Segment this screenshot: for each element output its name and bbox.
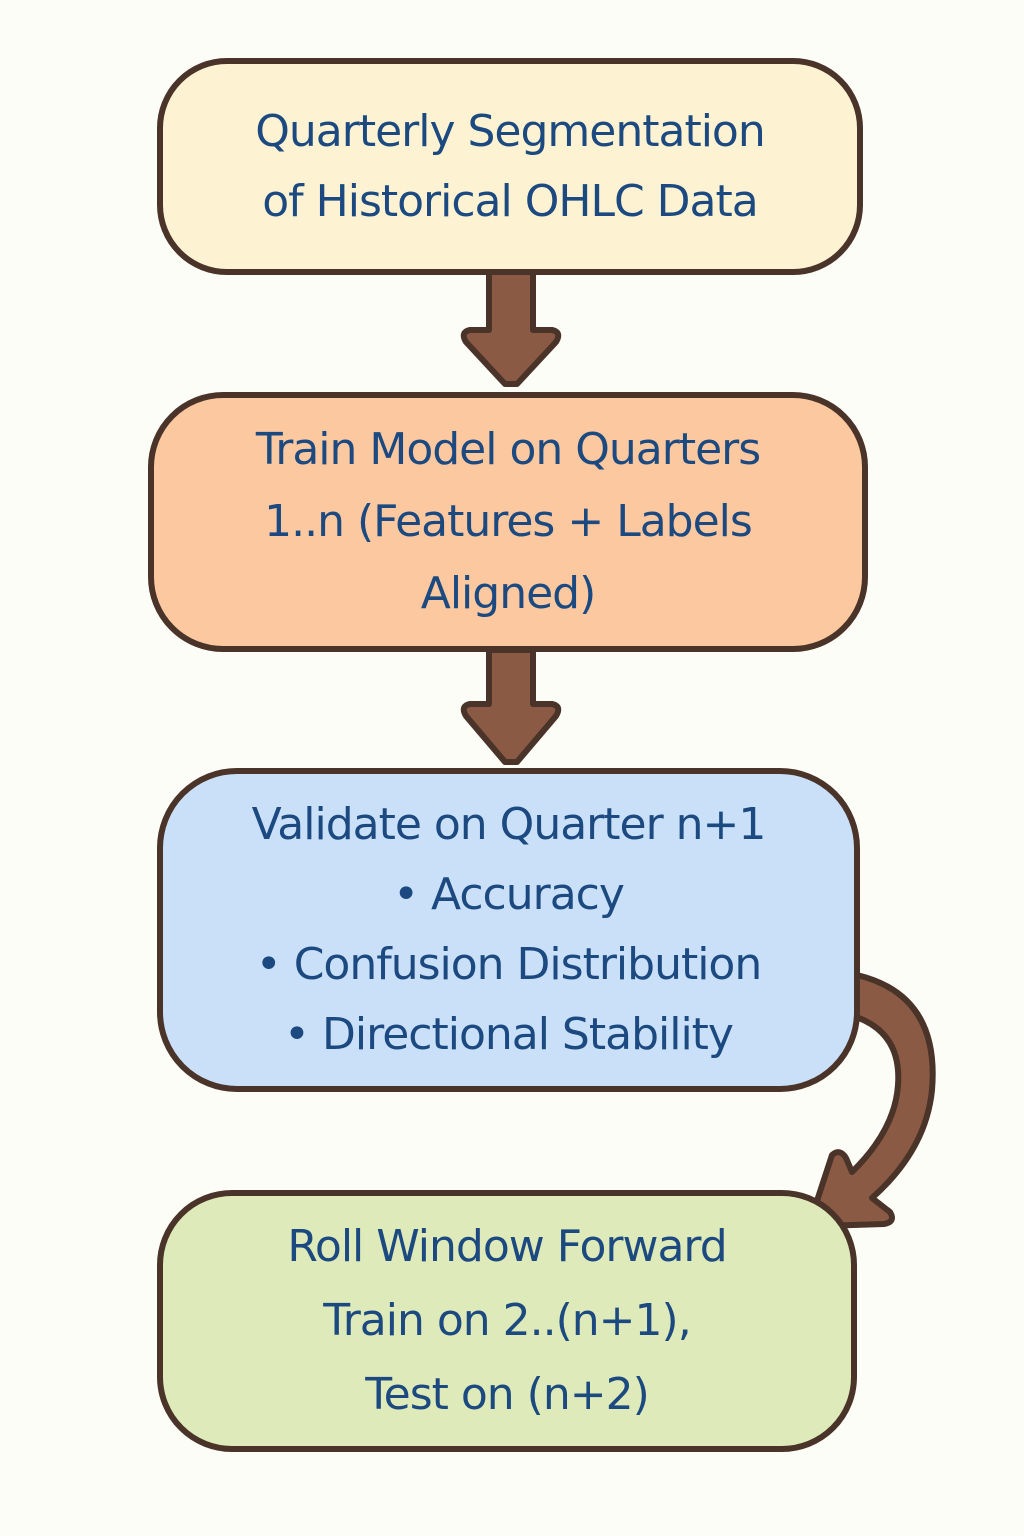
- step-text-line: Train on 2..(n+1),: [323, 1295, 691, 1346]
- step-text-line: Aligned): [420, 568, 597, 619]
- metric-bullet-stability: • Directional Stability: [284, 1009, 734, 1060]
- step-text-line: Quarterly Segmentation: [255, 105, 765, 157]
- step-text-line: Test on (n+2): [365, 1369, 650, 1420]
- step-text-line: Train Model on Quarters: [255, 424, 761, 475]
- step-segmentation: Quarterly Segmentation of Historical OHL…: [157, 58, 863, 275]
- arrow-step2-to-step3: [460, 647, 562, 765]
- metric-bullet-confusion: • Confusion Distribution: [255, 939, 762, 990]
- step-roll-window: Roll Window Forward Train on 2..(n+1), T…: [157, 1190, 857, 1452]
- arrow-step1-to-step2: [460, 269, 562, 387]
- step-text-line: Roll Window Forward: [287, 1221, 727, 1272]
- step-text-line: 1..n (Features + Labels: [264, 496, 753, 547]
- step-text-line: of Historical OHLC Data: [262, 175, 758, 227]
- step-train-model: Train Model on Quarters 1..n (Features +…: [148, 392, 868, 652]
- metric-bullet-accuracy: • Accuracy: [393, 869, 625, 920]
- step-validate: Validate on Quarter n+1 • Accuracy • Con…: [157, 768, 860, 1092]
- step-title: Validate on Quarter n+1: [251, 799, 767, 850]
